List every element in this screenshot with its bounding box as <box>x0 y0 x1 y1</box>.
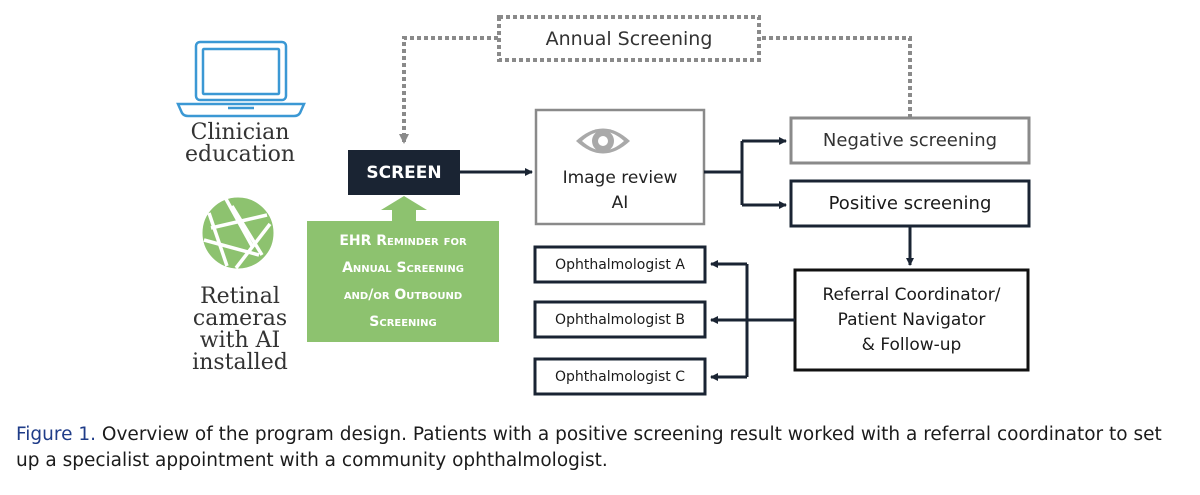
clinician-label-line1: Clinician <box>190 120 290 145</box>
positive-screening-box <box>789 179 1031 228</box>
image-review-label: Image review AI <box>536 164 704 218</box>
camera-aperture-icon <box>201 196 275 270</box>
image-review-line1: Image review <box>562 168 678 188</box>
ophthalmologist-c-label: Ophthalmologist C <box>554 368 686 385</box>
annual-screening-box <box>497 15 761 62</box>
ophthalmologist-a-label: Ophthalmologist A <box>555 256 685 273</box>
camera-label-line1: Retinal <box>200 284 280 309</box>
caption-text: Overview of the program design. Patients… <box>16 424 1162 471</box>
ehr-up-arrow <box>381 196 427 222</box>
negative-screening-box <box>789 116 1031 165</box>
ehr-line3: and/or Outbound <box>343 286 463 303</box>
annual-loop-right <box>760 36 912 118</box>
retinal-cameras-label: Retinal cameras with AI installed <box>160 285 320 375</box>
referral-line2: Patient Navigator <box>837 309 986 330</box>
camera-label-line4: installed <box>192 350 288 375</box>
referral-line3: & Follow-up <box>861 334 962 355</box>
ehr-line1: EHR Reminder for <box>339 232 467 249</box>
annual-loop-left <box>399 36 498 144</box>
ophthalmologist-a-box <box>533 245 707 284</box>
image-review-box <box>534 108 706 226</box>
ehr-reminder-label: EHR Reminder for Annual Screening and/or… <box>307 221 499 342</box>
image-review-line2: AI <box>611 193 629 213</box>
ophthalmologist-b-box <box>533 300 707 339</box>
clinician-label-line2: education <box>185 142 295 167</box>
eye-icon <box>576 128 630 154</box>
ophthalmologist-c-box <box>533 357 707 396</box>
positive-screening-label: Positive screening <box>828 193 992 214</box>
annual-screening-label: Annual Screening <box>545 27 713 50</box>
referral-box <box>793 268 1030 372</box>
screen-box <box>348 150 460 195</box>
laptop-icon <box>176 40 306 118</box>
ehr-line4: Screening <box>369 313 437 330</box>
camera-label-line2: cameras <box>192 306 288 331</box>
ehr-line2: Annual Screening <box>342 259 464 276</box>
referral-line1: Referral Coordinator/ <box>822 284 1001 305</box>
figure-label: Figure 1. <box>16 424 97 445</box>
camera-label-line3: with AI <box>199 328 281 353</box>
referral-label: Referral Coordinator/ Patient Navigator … <box>795 270 1028 370</box>
clinician-education-label: Clinician education <box>160 120 320 168</box>
ophthalmologist-b-label: Ophthalmologist B <box>555 311 685 328</box>
negative-screening-label: Negative screening <box>822 130 998 151</box>
ehr-reminder-box <box>307 221 499 342</box>
figure-caption: Figure 1. Overview of the program design… <box>16 422 1186 474</box>
screen-label: SCREEN <box>366 162 442 183</box>
